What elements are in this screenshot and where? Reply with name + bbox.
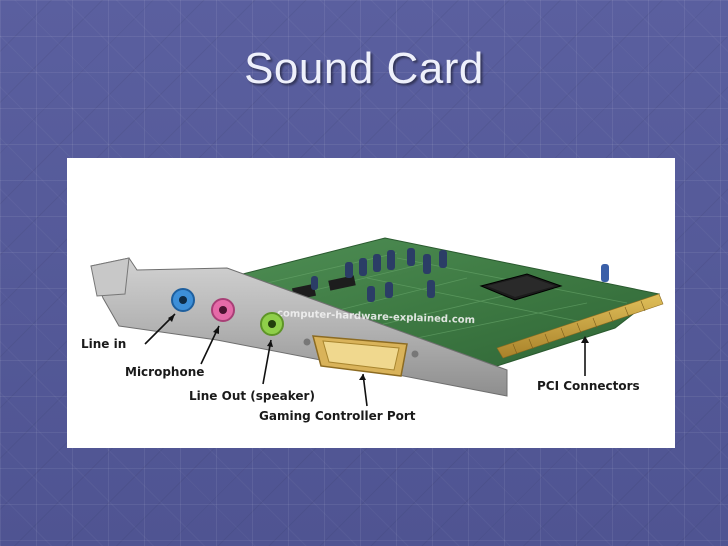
label-line-in: Line in (81, 337, 126, 351)
main-chip (479, 273, 563, 301)
label-gaming-controller-port: Gaming Controller Port (259, 409, 416, 423)
capacitors (311, 248, 609, 302)
label-microphone: Microphone (125, 365, 204, 379)
label-pci-connectors: PCI Connectors (537, 379, 640, 393)
sound-card-photo: computer-hardware-explained.com (67, 158, 675, 448)
line-in-jack (171, 288, 195, 312)
gaming-controller-port (303, 335, 419, 377)
pci-contact-fingers (512, 300, 646, 355)
pci-gold-contacts (496, 293, 664, 359)
line-out-jack (260, 312, 284, 336)
small-chip (328, 275, 356, 291)
bracket-top-tab (90, 257, 130, 297)
pointer-arrowheads (168, 314, 589, 380)
slide-title: Sound Card (244, 44, 484, 93)
sound-card-diagram: computer-hardware-explained.com (81, 237, 664, 423)
microphone-jack (211, 298, 235, 322)
label-line-out: Line Out (speaker) (189, 389, 315, 403)
